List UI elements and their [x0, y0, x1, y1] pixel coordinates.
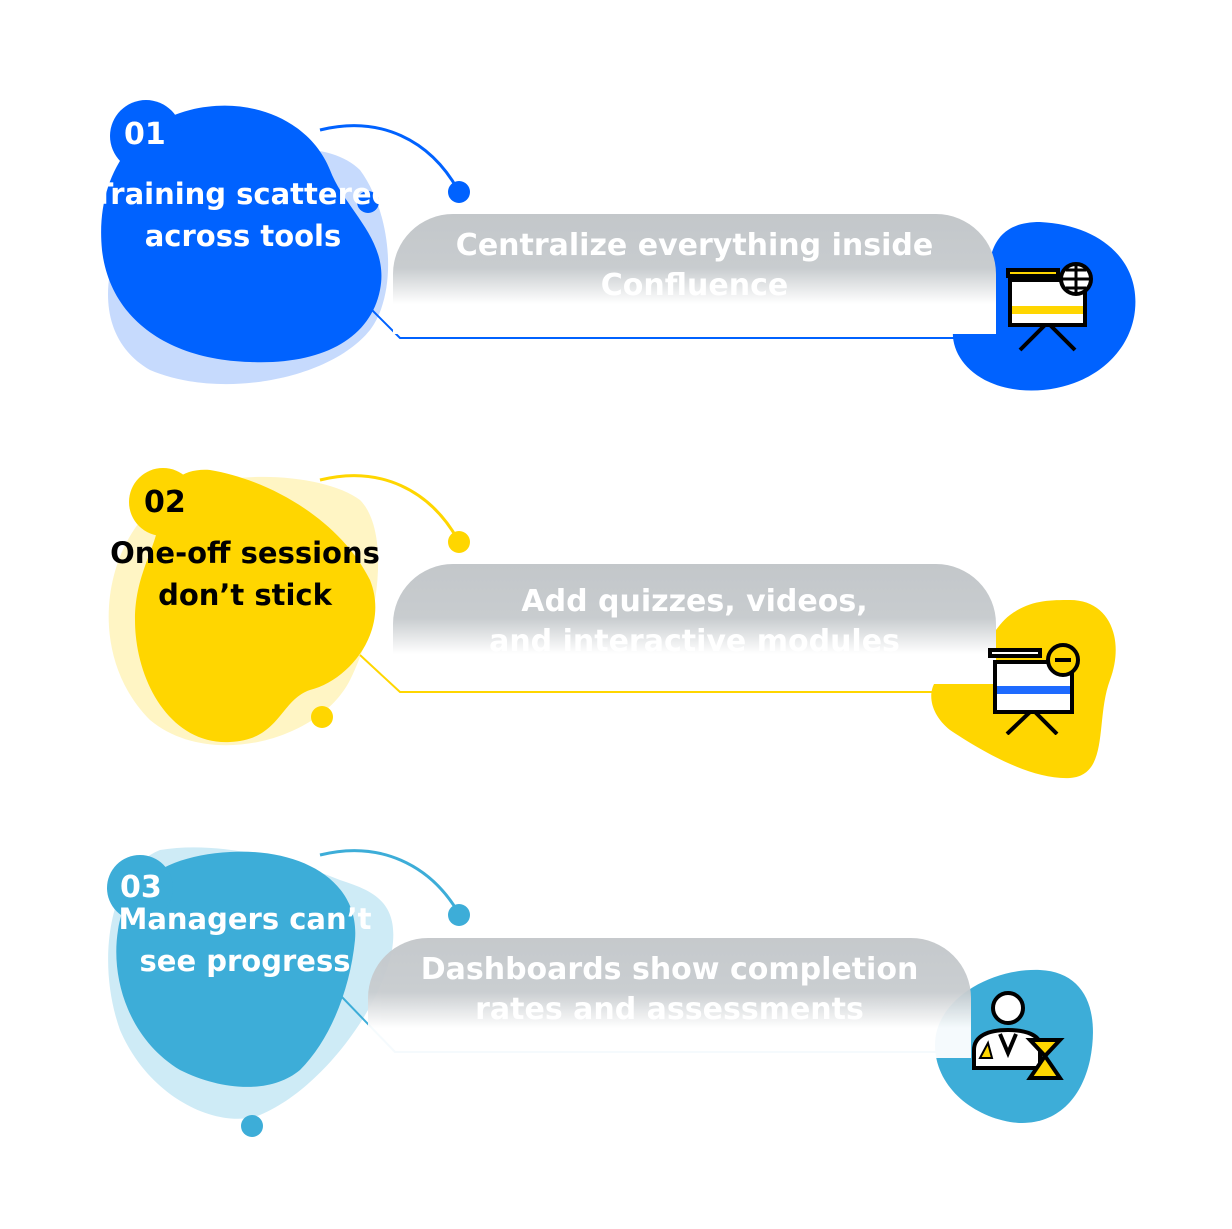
solution-line-1: Dashboards show completion: [420, 952, 919, 987]
solution-line-1: Centralize everything inside: [455, 228, 934, 263]
solution-pill: Add quizzes, videos, and interactive modu…: [393, 564, 996, 684]
step-number: 03: [120, 870, 162, 905]
presentation-minus-icon: [988, 643, 1080, 735]
manager-hourglass-icon: [972, 991, 1065, 1080]
solution-line-2: rates and assessments: [475, 992, 864, 1027]
step-number: 01: [124, 117, 166, 152]
problem-text: Training scattered across tools: [93, 177, 393, 253]
solution-line-2: and interactive modules: [489, 624, 900, 659]
solution-line-1: Add quizzes, videos,: [521, 584, 868, 619]
step-3-shapes: [107, 847, 1093, 1137]
step-number: 02: [144, 485, 186, 520]
presentation-globe-icon: [1006, 262, 1093, 352]
step-1-shapes: [101, 100, 1136, 391]
solution-line-2: Confluence: [600, 268, 789, 303]
problem-text: Managers can’t see progress: [118, 902, 372, 978]
solution-pill: Dashboards show completion rates and asse…: [368, 938, 971, 1058]
problem-text: One-off sessions don’t stick: [110, 536, 380, 612]
